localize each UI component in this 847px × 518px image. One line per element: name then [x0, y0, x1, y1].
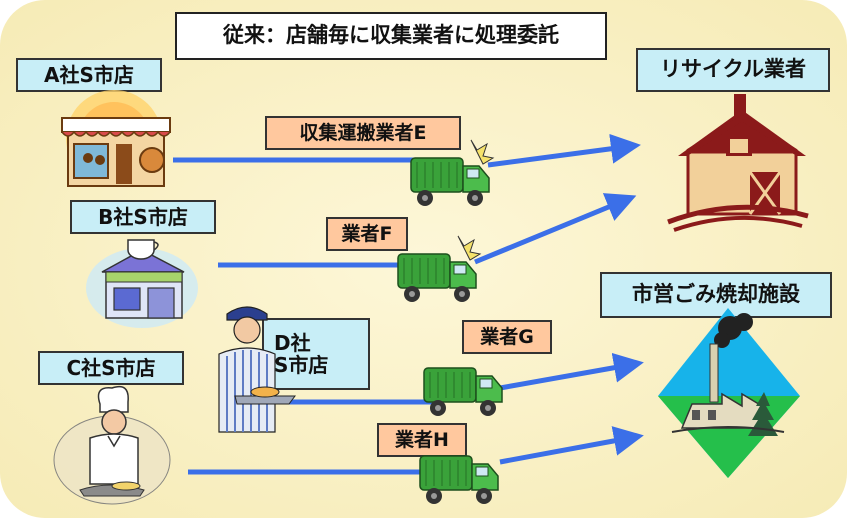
- incinerator-label: 市営ごみ焼却施設: [600, 272, 832, 318]
- shop-b-label: B社S市店: [70, 200, 216, 234]
- storefront-b-icon: [86, 239, 198, 328]
- arrow-f-to-recycle: [474, 193, 637, 265]
- recycle-vendor-label: リサイクル業者: [636, 48, 830, 92]
- arrow-g-to-incinerator: [499, 352, 644, 391]
- arrow-h-to-incinerator: [499, 426, 644, 465]
- storefront-a-icon: [61, 90, 171, 187]
- garbage-truck-f-icon: [397, 235, 482, 302]
- garbage-truck-g-icon: [423, 367, 503, 416]
- garbage-truck-e-icon: [410, 139, 495, 206]
- diagram-title: 従来：店舗毎に収集業者に処理委託: [175, 12, 607, 60]
- garbage-truck-h-icon: [419, 455, 499, 504]
- vendor-g-label: 業者G: [462, 320, 552, 354]
- chef-c-icon: [53, 385, 171, 505]
- shop-c-label: C社S市店: [38, 351, 184, 385]
- vendor-e-label: 収集運搬業者E: [265, 116, 461, 150]
- shop-a-label: A社S市店: [16, 58, 162, 92]
- shop-d-line1: D社: [274, 331, 311, 355]
- incinerator-icon: [658, 308, 800, 478]
- vendor-f-label: 業者F: [326, 217, 408, 251]
- server-d-icon: [218, 306, 296, 433]
- arrow-e-to-recycle: [487, 133, 641, 168]
- barn-icon: [667, 94, 809, 232]
- shop-d-line2: S市店: [274, 353, 329, 377]
